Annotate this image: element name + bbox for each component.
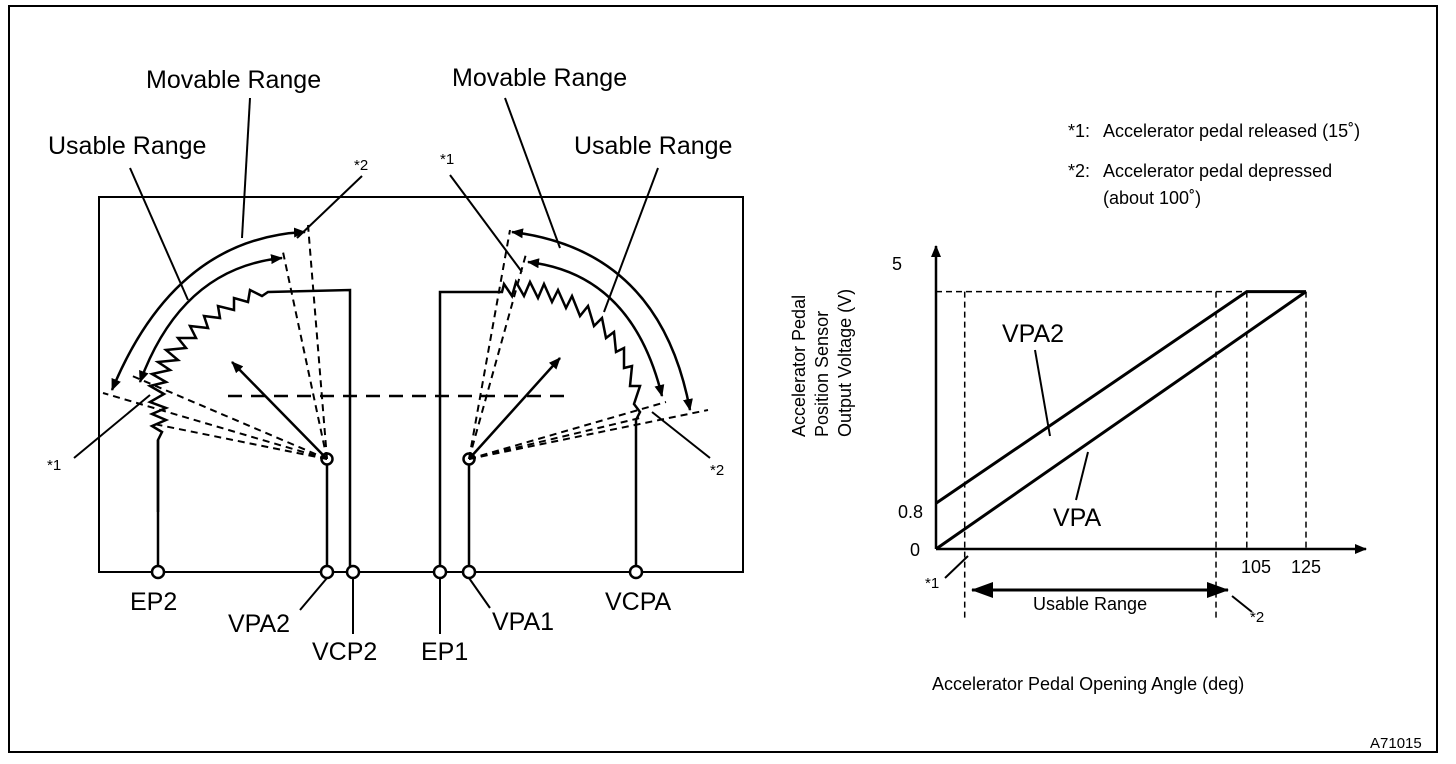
vpa2-label-leader — [1034, 349, 1051, 437]
left-usable-range-label: Usable Range — [48, 132, 206, 160]
y-axis-label-line-2: Position Sensor — [812, 311, 832, 437]
right-limit-2a — [468, 409, 709, 460]
right-usable-range-label: Usable Range — [574, 132, 732, 160]
series-label-vpa: VPA — [1053, 504, 1101, 532]
right-movable-range-label: Movable Range — [452, 64, 627, 92]
left-movable-range-label: Movable Range — [146, 66, 321, 94]
left-mark2-label: *2 — [354, 157, 368, 174]
x-axis-label: Accelerator Pedal Opening Angle (deg) — [932, 674, 1244, 694]
series-line-vpa2 — [935, 290, 1306, 505]
y-axis-label-line-3: Output Voltage (V) — [835, 289, 855, 437]
left-mark2-leader — [296, 175, 363, 239]
terminal-label-vpa2: VPA2 — [228, 610, 290, 638]
vpa-label-leader — [1075, 451, 1089, 501]
terminal-label-ep1: EP1 — [421, 638, 468, 666]
sensor-diagram: Movable Range Usable Range Movable Range… — [47, 64, 744, 666]
left-limit-2a — [282, 251, 328, 460]
note-1-text: Accelerator pedal released (15˚) — [1103, 121, 1360, 141]
x-tick-105: 105 — [1241, 557, 1271, 577]
footnotes: *1: Accelerator pedal released (15˚) *2:… — [1068, 121, 1360, 208]
left-limit-2b — [307, 224, 328, 460]
y-axis-label-line-1: Accelerator Pedal — [789, 295, 809, 437]
chart-mark1-leader — [944, 555, 969, 579]
vpa2-leader — [299, 577, 328, 611]
left-movable-leader — [241, 97, 251, 239]
left-usable-leader — [129, 167, 189, 301]
vpa1-leader — [468, 577, 491, 609]
note-2-continued: (about 100˚) — [1103, 188, 1201, 208]
voltage-chart: 5 0.8 0 105 125 Accelerator Pedal Positi… — [789, 245, 1367, 694]
y-tick-0-8: 0.8 — [898, 502, 923, 522]
right-mark1-label: *1 — [440, 151, 454, 168]
chart-series — [935, 290, 1307, 551]
note-2-mark: *2: — [1068, 161, 1090, 181]
right-usable-leader — [603, 167, 659, 313]
right-mark2-label: *2 — [710, 462, 724, 479]
terminal-label-vcpa: VCPA — [605, 588, 672, 616]
y-tick-0: 0 — [910, 540, 920, 560]
right-usable-range-arc — [527, 258, 665, 397]
sensor-housing — [98, 196, 744, 573]
y-tick-5: 5 — [892, 254, 902, 274]
terminal-vpa1 — [461, 564, 477, 580]
terminal-label-ep2: EP2 — [130, 588, 177, 616]
series-label-vpa2: VPA2 — [1002, 320, 1064, 348]
terminal-ep2 — [150, 564, 166, 580]
left-resistor-element — [146, 288, 352, 572]
right-mark2-leader — [651, 411, 711, 459]
chart-mark2-label: *2 — [1250, 609, 1264, 626]
right-limit-1a — [468, 229, 511, 460]
right-mark1-leader — [449, 174, 523, 273]
left-usable-range-arc — [138, 254, 283, 383]
right-limit-2c — [468, 417, 641, 460]
left-limit-1c — [153, 423, 328, 460]
terminal-label-vcp2: VCP2 — [312, 638, 377, 666]
terminal-label-vpa1: VPA1 — [492, 608, 554, 636]
left-mark1-label: *1 — [47, 457, 61, 474]
usable-range-label: Usable Range — [1033, 594, 1147, 614]
terminal-vcp2 — [345, 564, 361, 580]
left-movable-range-arc — [110, 227, 306, 391]
x-tick-125: 125 — [1291, 557, 1321, 577]
chart-mark2-leader — [1231, 595, 1253, 613]
right-movable-leader — [504, 97, 561, 249]
terminal-ep1 — [432, 564, 448, 580]
series-line-vpa — [935, 290, 1307, 551]
right-limit-2b — [468, 401, 667, 460]
y-axis-label: Accelerator Pedal Position Sensor Output… — [789, 289, 855, 437]
figure-frame — [8, 5, 1438, 753]
terminal-vcpa — [628, 564, 644, 580]
chart-mark1-label: *1 — [925, 575, 939, 592]
note-2-text: Accelerator pedal depressed — [1103, 161, 1332, 181]
left-mark1-leader — [73, 394, 151, 459]
figure-id: A71015 — [1370, 735, 1422, 752]
terminal-vpa2 — [319, 564, 335, 580]
note-1-mark: *1: — [1068, 121, 1090, 141]
